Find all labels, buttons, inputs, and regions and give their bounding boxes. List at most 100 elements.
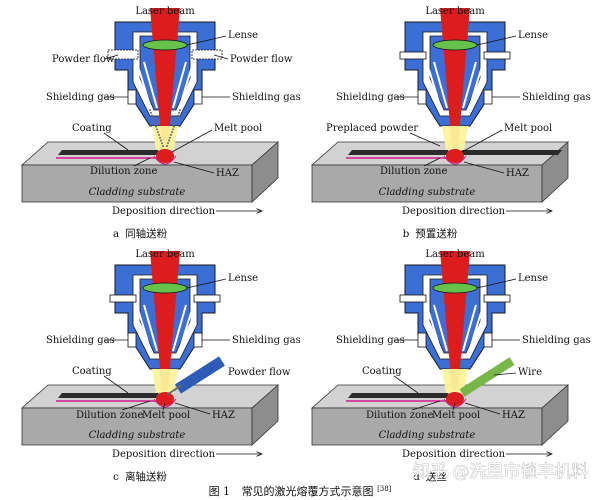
label-lense: Lense bbox=[518, 273, 548, 284]
gas-port-left bbox=[399, 294, 427, 303]
label-shielding-gas-right: Shielding gas bbox=[232, 335, 301, 346]
figure-caption-ref: [38] bbox=[377, 485, 392, 493]
figure-caption-text: 常见的激光熔覆方式示意图 bbox=[242, 484, 374, 498]
powder-particle bbox=[179, 109, 181, 111]
channel-right-outer bbox=[467, 302, 485, 356]
label-powder-flow-left: Powder flow bbox=[52, 54, 115, 65]
lens bbox=[432, 282, 478, 294]
label-haz: HAZ bbox=[216, 168, 239, 179]
cladding-substrate bbox=[20, 141, 280, 203]
melt-pool bbox=[156, 149, 174, 163]
powder-particle bbox=[150, 111, 152, 114]
melt-pool bbox=[446, 149, 464, 163]
channel-right-inner bbox=[462, 304, 477, 352]
powder-particle bbox=[178, 111, 180, 114]
leader-powder-flow-right bbox=[213, 54, 229, 60]
label-lense: Lense bbox=[518, 30, 548, 41]
leader-coating bbox=[103, 375, 129, 394]
leader-preplaced-powder bbox=[409, 132, 441, 147]
leader-lense bbox=[186, 35, 227, 46]
powder-particle bbox=[156, 128, 158, 131]
label-coating: Coating bbox=[72, 366, 112, 377]
leader-melt-pool bbox=[171, 129, 213, 153]
leader-melt-pool bbox=[162, 402, 166, 411]
powder-particle bbox=[153, 120, 155, 123]
powder-particle bbox=[159, 136, 161, 139]
label-deposition-direction: Deposition direction bbox=[402, 206, 506, 217]
label-wire: Wire bbox=[518, 367, 542, 378]
label-deposition-direction: Deposition direction bbox=[402, 449, 506, 460]
leader-coating bbox=[393, 375, 419, 394]
leader-dilution-zone bbox=[133, 157, 151, 167]
powder-particle bbox=[158, 133, 160, 136]
label-dilution-zone: Dilution zone bbox=[366, 410, 433, 421]
powder-port-right bbox=[191, 49, 223, 60]
leader-melt-pool bbox=[461, 129, 503, 153]
powder-particle bbox=[168, 139, 170, 142]
leader-powder-flow-left bbox=[104, 54, 119, 60]
figure-caption: 图 1 常见的激光熔覆方式示意图 [38] bbox=[209, 484, 392, 498]
channel-left-outer bbox=[425, 302, 443, 356]
preplaced-powder-layer bbox=[460, 150, 562, 155]
label-shielding-gas-left: Shielding gas bbox=[46, 335, 115, 346]
channel-left-outer bbox=[135, 59, 153, 113]
powder-particle bbox=[149, 109, 151, 111]
label-haz: HAZ bbox=[506, 168, 529, 179]
label-shielding-gas-right: Shielding gas bbox=[522, 335, 591, 346]
label-deposition-direction: Deposition direction bbox=[112, 449, 216, 460]
powder-port-left bbox=[107, 49, 139, 60]
powder-particle bbox=[175, 120, 177, 123]
channel-left-outer bbox=[135, 302, 153, 356]
gas-inlet-right bbox=[193, 89, 203, 105]
powder-particle bbox=[152, 117, 154, 120]
powder-particle bbox=[174, 122, 176, 125]
melt-pool bbox=[156, 392, 174, 406]
watermark: 知乎 @洗里市锁丰机料 bbox=[413, 462, 588, 482]
shielding-gas-column bbox=[152, 369, 178, 393]
label-deposition-direction: Deposition direction bbox=[112, 206, 216, 217]
powder-particle bbox=[176, 117, 178, 120]
label-haz: HAZ bbox=[212, 410, 235, 421]
leader-wire bbox=[493, 372, 517, 376]
label-cladding-substrate: Cladding substrate bbox=[89, 430, 186, 441]
label-shielding-gas-right: Shielding gas bbox=[522, 92, 591, 103]
shielding-gas-column bbox=[442, 369, 468, 393]
leader-haz bbox=[174, 402, 211, 415]
leader-haz bbox=[464, 402, 501, 415]
powder-particle bbox=[161, 142, 163, 145]
subcaption-letter: c bbox=[113, 471, 119, 483]
label-cladding-substrate: Cladding substrate bbox=[89, 187, 186, 198]
powder-particle bbox=[167, 142, 169, 145]
leader-lense bbox=[476, 35, 517, 46]
label-cladding-substrate: Cladding substrate bbox=[379, 187, 476, 198]
leader-melt-pool bbox=[452, 402, 456, 411]
shielding-gas-column bbox=[152, 126, 178, 150]
powder-particle bbox=[155, 125, 157, 128]
haz-boundary bbox=[153, 398, 177, 408]
substrate-side-face bbox=[541, 384, 569, 446]
leader-dilution-zone bbox=[411, 400, 441, 411]
label-dilution-zone: Dilution zone bbox=[90, 166, 157, 177]
melt-pool bbox=[446, 392, 464, 406]
coating-track bbox=[348, 393, 450, 398]
label-melt-pool: Melt pool bbox=[432, 410, 480, 421]
powder-particle bbox=[162, 145, 164, 147]
channel-right-inner bbox=[172, 304, 187, 352]
gas-inlet-right bbox=[483, 89, 493, 105]
channel-left-inner bbox=[143, 304, 158, 352]
leader-lense bbox=[476, 278, 517, 289]
label-powder-flow: Powder flow bbox=[228, 367, 291, 378]
leader-dilution-zone bbox=[121, 400, 151, 411]
lens bbox=[142, 39, 188, 51]
channel-right-outer bbox=[177, 59, 195, 113]
label-shielding-gas-right: Shielding gas bbox=[232, 92, 301, 103]
channel-left-inner bbox=[143, 61, 158, 109]
gas-port-left bbox=[399, 51, 427, 60]
powder-particle bbox=[151, 114, 153, 117]
substrate-side-face bbox=[541, 141, 569, 203]
